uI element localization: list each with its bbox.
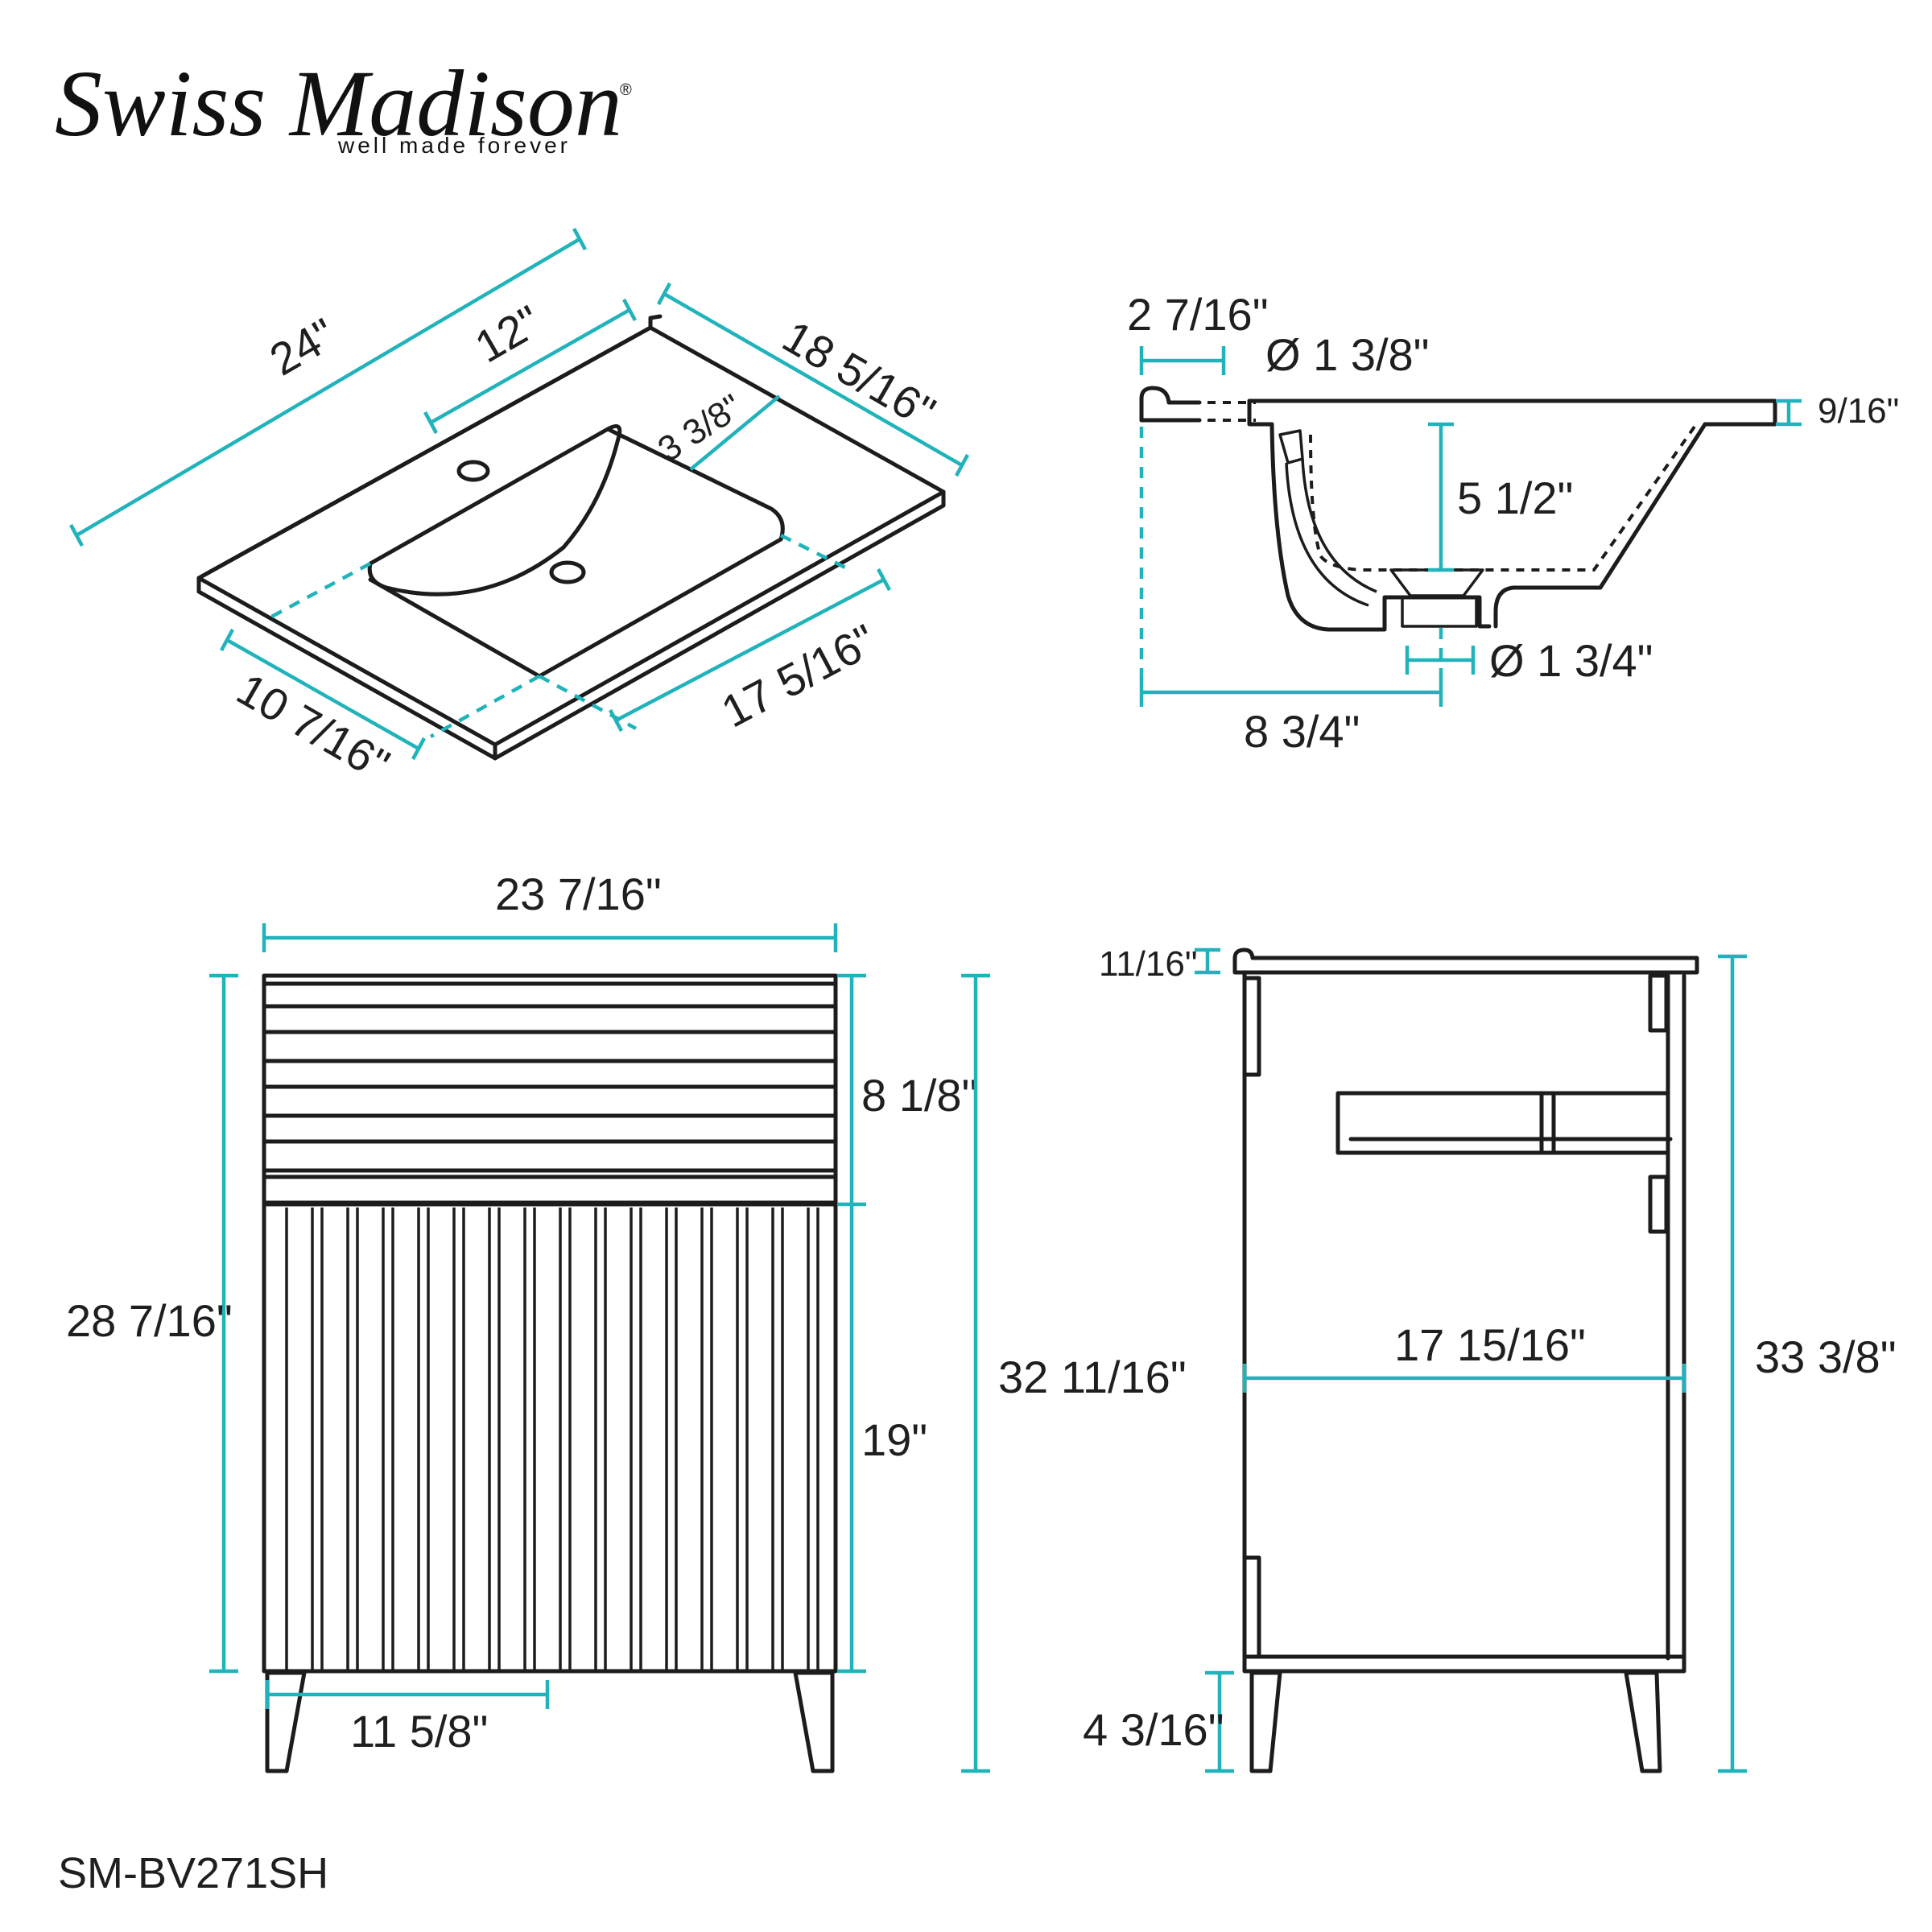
- dim-label-bowl-length: 17 5/16": [713, 614, 884, 737]
- brand-registered-mark: ®: [620, 81, 632, 99]
- dim-label-backsplash-height: 11/16": [1099, 944, 1197, 984]
- front-leg-right: [793, 1670, 835, 1773]
- drain-hole-icon: [549, 560, 586, 584]
- dim-label-bowl-width: 10 7/16": [229, 663, 398, 791]
- dim-label-total-height: 33 3/8": [1755, 1331, 1897, 1382]
- side-leg-back: [1624, 1670, 1662, 1773]
- dim-label-overall-height: 32 11/16": [998, 1352, 1187, 1402]
- side-view: 11/16" 17 15/16" 33 3/8" 4 3/16": [1083, 944, 1897, 1773]
- dim-label-door-height: 19": [861, 1414, 927, 1465]
- dim-line-faucet-center: [429, 308, 631, 424]
- dim-tick: [657, 282, 671, 306]
- dim-tick: [411, 737, 426, 761]
- side-drawer-box: [1335, 1091, 1669, 1155]
- dim-label-cabinet-width: 23 7/16": [495, 869, 662, 919]
- dim-line-bowl-width: [225, 638, 420, 750]
- ext-line-bowl-front: [429, 675, 541, 738]
- side-rear-block-bottom: [1648, 1174, 1669, 1234]
- sink-bowl-rim: [368, 427, 785, 679]
- sink-section-view: 2 7/16" Ø 1 3/8" 9/16" 5 1/2" Ø 1 3/4" 8…: [1127, 289, 1899, 757]
- drawer-slats: [262, 1004, 838, 1205]
- dim-label-top-thickness: 9/16": [1818, 391, 1899, 431]
- brand-tagline: well made forever: [337, 133, 571, 158]
- model-number: SM-BV271SH: [58, 1849, 328, 1897]
- dim-label-cabinet-depth: 17 15/16": [1394, 1319, 1586, 1370]
- section-bowl-inner-dashed: [1309, 425, 1696, 572]
- section-overflow-dashed: [1208, 401, 1256, 422]
- door-flutes: [285, 1208, 819, 1671]
- dim-label-overflow-diameter: Ø 1 3/8": [1265, 329, 1430, 380]
- side-countertop: [1232, 947, 1699, 975]
- top-view: 24" 12" 18 5/16" 3 3/8" 10 7/16" 17 5/16…: [69, 227, 969, 791]
- section-bowl-outer: [1269, 422, 1492, 632]
- dim-label-back-to-drain: 8 3/4": [1244, 706, 1360, 757]
- dim-label-drawer-height: 8 1/8": [861, 1070, 977, 1121]
- dim-tick: [609, 708, 623, 733]
- dim-tick: [955, 453, 969, 477]
- faucet-hole-icon: [456, 460, 490, 482]
- dim-line-top-depth: [663, 292, 964, 467]
- dim-line-bowl-length: [614, 578, 886, 722]
- front-view: 23 7/16" 28 7/16" 8 1/8" 19" 32 11/16" 1…: [66, 869, 1187, 1773]
- brand-logo: Swiss Madison ® well made forever: [55, 51, 632, 158]
- dim-label-bowl-depth: 5 1/2": [1457, 473, 1573, 523]
- dim-tick: [220, 628, 234, 652]
- side-front-panel-top: [1242, 976, 1261, 1077]
- section-overflow-channel: [1285, 462, 1369, 607]
- dim-tick: [423, 411, 438, 435]
- section-top-slab: [1247, 398, 1777, 427]
- dim-tick: [69, 523, 84, 547]
- section-backsplash: [1139, 386, 1202, 423]
- front-leg-left: [265, 1670, 307, 1773]
- dim-line-back-to-bowl: [689, 394, 781, 471]
- section-drain-body: [1401, 596, 1478, 628]
- dim-label-top-width: 24": [262, 308, 345, 386]
- cabinet-body: [262, 973, 838, 1674]
- side-leg-front: [1249, 1670, 1282, 1773]
- side-rear-block-top: [1648, 973, 1669, 1033]
- dim-tick: [572, 227, 587, 251]
- side-cabinet-outline: [1242, 970, 1686, 1674]
- vanity-top-back-edge: [196, 325, 653, 580]
- section-overflow-channel-inner: [1301, 458, 1377, 593]
- dim-tick: [877, 568, 891, 592]
- section-drain-flange: [1389, 568, 1484, 597]
- brand-name: Swiss Madison: [55, 51, 622, 156]
- vanity-top-backsplash: [648, 314, 663, 330]
- dim-label-backsplash-to-overflow: 2 7/16": [1127, 289, 1269, 340]
- dim-label-drain-diameter: Ø 1 3/4": [1489, 635, 1653, 686]
- section-top-slab-left: [1247, 398, 1274, 427]
- side-front-panel-bottom: [1242, 1555, 1261, 1659]
- dim-label-leg-height: 4 3/16": [1083, 1704, 1224, 1755]
- dim-label-cabinet-height: 28 7/16": [66, 1295, 233, 1346]
- dim-line-top-width: [75, 237, 581, 537]
- section-overflow-port: [1278, 429, 1304, 464]
- dim-label-door-width: 11 5/8": [350, 1706, 488, 1757]
- dim-tick: [622, 298, 637, 322]
- section-bowl-outer-right: [1493, 422, 1707, 629]
